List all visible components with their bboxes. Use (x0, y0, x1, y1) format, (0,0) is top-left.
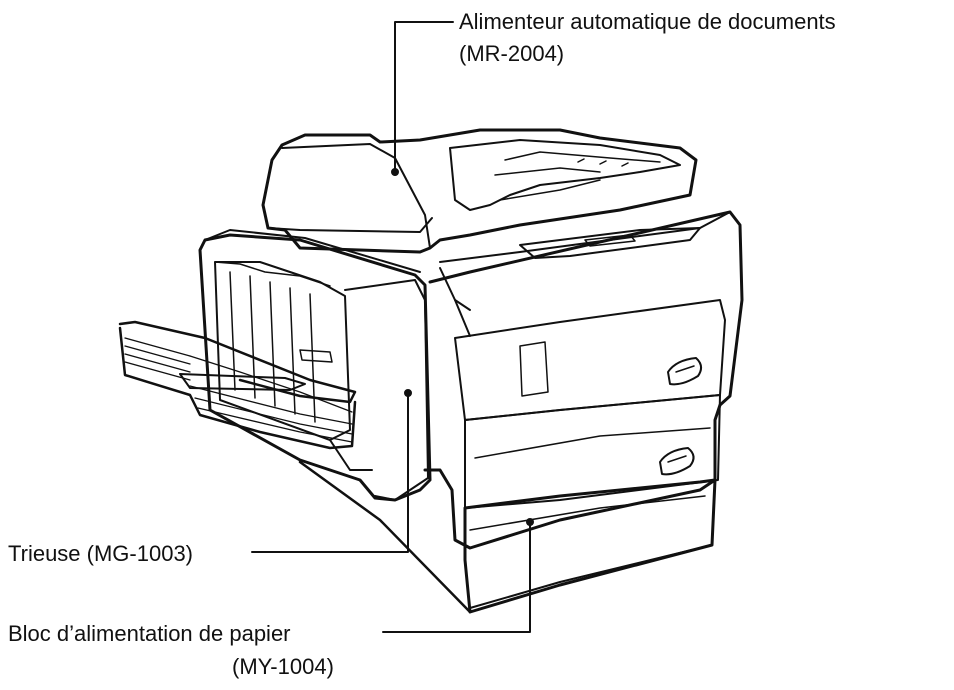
upper-tray-handle (668, 358, 701, 384)
lower-tray-handle (660, 448, 694, 474)
adf-output-tray (450, 140, 680, 210)
front-cover-latch (520, 342, 548, 396)
main-cassette-seam (475, 428, 710, 458)
sorter-front-face (345, 280, 428, 500)
adf-arrow-marks (578, 159, 628, 166)
label-paper-feed-title: Bloc d’alimentation de papier (8, 620, 291, 648)
label-paper-feed-model: (MY-1004) (232, 653, 334, 681)
leader-adf (395, 22, 453, 175)
label-sorter: Trieuse (MG-1003) (8, 540, 193, 568)
adf-tray-inner-2 (495, 168, 600, 175)
sorter-inner-slot (300, 350, 332, 362)
label-adf-model: (MR-2004) (459, 40, 564, 68)
floor-line (300, 462, 470, 612)
leader-sorter-dot (405, 390, 411, 396)
leader-paper-feed-dot (527, 519, 533, 525)
leader-adf-dot (392, 169, 398, 175)
adf-front-edge (268, 218, 432, 232)
main-cassette (465, 395, 720, 508)
leader-sorter (252, 393, 408, 552)
label-adf-title: Alimenteur automatique de documents (459, 8, 836, 36)
